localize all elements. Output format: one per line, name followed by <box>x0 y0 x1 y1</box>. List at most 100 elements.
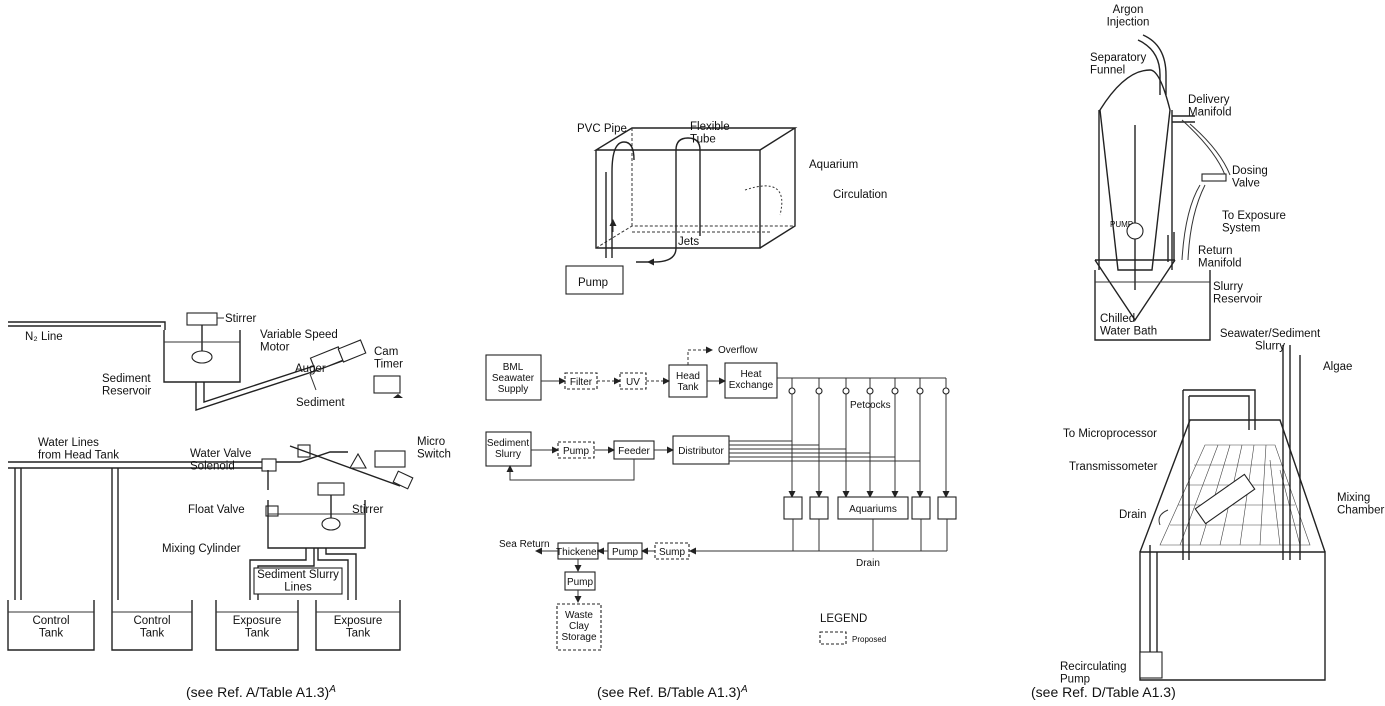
lever-weight <box>392 470 414 490</box>
label-pvc-pipe: PVC Pipe <box>577 123 627 135</box>
label-algae: Algae <box>1323 361 1352 373</box>
separatory-funnel <box>1099 69 1171 271</box>
caption-panel-d: (see Ref. D/Table A1.3) <box>1031 684 1176 700</box>
funnel-pump-circle <box>1126 222 1144 240</box>
label-to-microprocessor: To Microprocessor <box>1063 428 1157 440</box>
circulation-arrow <box>744 185 783 216</box>
label-drain: Drain <box>1119 509 1146 521</box>
label-legend-proposed: Proposed <box>852 635 886 644</box>
label-pump-small: PUMP <box>1110 220 1133 229</box>
lever-fulcrum <box>349 452 367 469</box>
return-manifold-pipes <box>1167 232 1175 262</box>
aquarium-front <box>595 150 761 249</box>
micro-switch-lever <box>289 445 401 487</box>
label-distributor: Distributor <box>678 446 724 457</box>
chilled-water-bath <box>1094 270 1211 341</box>
distributor-lines <box>729 440 920 462</box>
label-pump-3: Pump <box>567 577 594 588</box>
sediment-reservoir-tank <box>163 330 241 383</box>
solenoid-pipe <box>276 451 348 463</box>
exposure-tank-2 <box>315 600 401 651</box>
control-tank-1 <box>7 600 95 651</box>
delivery-tubes <box>1181 119 1231 176</box>
label-jets: Jets <box>678 236 699 248</box>
pvc-pipe <box>605 172 613 258</box>
stirrer-top-motor <box>186 312 218 326</box>
n2-line-pipe <box>8 321 166 330</box>
argon-inlet-tube <box>1137 34 1167 95</box>
drain-pipe <box>1158 509 1169 526</box>
overflow-line <box>687 346 713 365</box>
caption-panel-b: (see Ref. B/Table A1.3)A <box>597 684 748 701</box>
label-petcocks: Petcocks <box>850 400 891 411</box>
micro-switch-box <box>374 450 406 468</box>
water-valve-solenoid-body <box>261 458 277 472</box>
cam-timer-box <box>373 375 401 394</box>
water-line-drop-1 <box>14 468 22 600</box>
pvc-pipe-bend <box>611 141 635 173</box>
label-circulation: Circulation <box>833 189 887 201</box>
label-sediment: Sediment <box>296 397 345 409</box>
label-overflow: Overflow <box>718 345 758 356</box>
return-walls <box>1098 110 1173 270</box>
label-mixing-cylinder: Mixing Cylinder <box>162 543 241 555</box>
stirrer-bottom-motor <box>317 482 345 496</box>
label-n2-line: N₂ Line <box>25 331 63 343</box>
dosing-valve-body <box>1201 173 1227 182</box>
stirrer-bottom-paddle <box>321 517 341 531</box>
transmissometer-body <box>1194 473 1256 525</box>
label-pump-1: Pump <box>563 446 590 457</box>
sediment-slurry-box <box>485 431 532 467</box>
caption-panel-a: (see Ref. A/Table A1.3)A <box>186 684 336 701</box>
sediment-leader <box>309 373 317 391</box>
distributor-box <box>672 435 730 465</box>
slurry-lines-label-box <box>253 567 343 595</box>
waste-clay-box <box>556 603 602 651</box>
label-uv: UV <box>626 377 640 388</box>
label-drain: Drain <box>856 558 880 569</box>
head-tank-box <box>668 364 708 398</box>
label-stirrer-top: Stirrer <box>225 313 256 325</box>
petcock-drops <box>788 378 950 498</box>
return-tubes <box>1181 184 1206 261</box>
variable-speed-motor-box <box>337 339 367 363</box>
exposure-tank-1 <box>215 600 299 651</box>
label-sea-return: Sea Return <box>499 539 550 550</box>
pump-3-box <box>564 571 596 591</box>
stirrer-top-paddle <box>191 350 213 364</box>
slurry-line-right <box>317 548 357 600</box>
slurry-inlet-pipe <box>1282 345 1291 560</box>
slurry-reservoir-cone <box>1094 259 1176 322</box>
control-tank-2 <box>111 600 193 651</box>
mixing-cylinder-tank <box>267 500 366 549</box>
cam-timer-pointer-icon <box>393 394 403 398</box>
flexible-tube <box>636 137 701 263</box>
mixing-chamber-walls <box>1139 419 1326 553</box>
label-stirrer-bottom: Stirrer <box>352 504 383 516</box>
